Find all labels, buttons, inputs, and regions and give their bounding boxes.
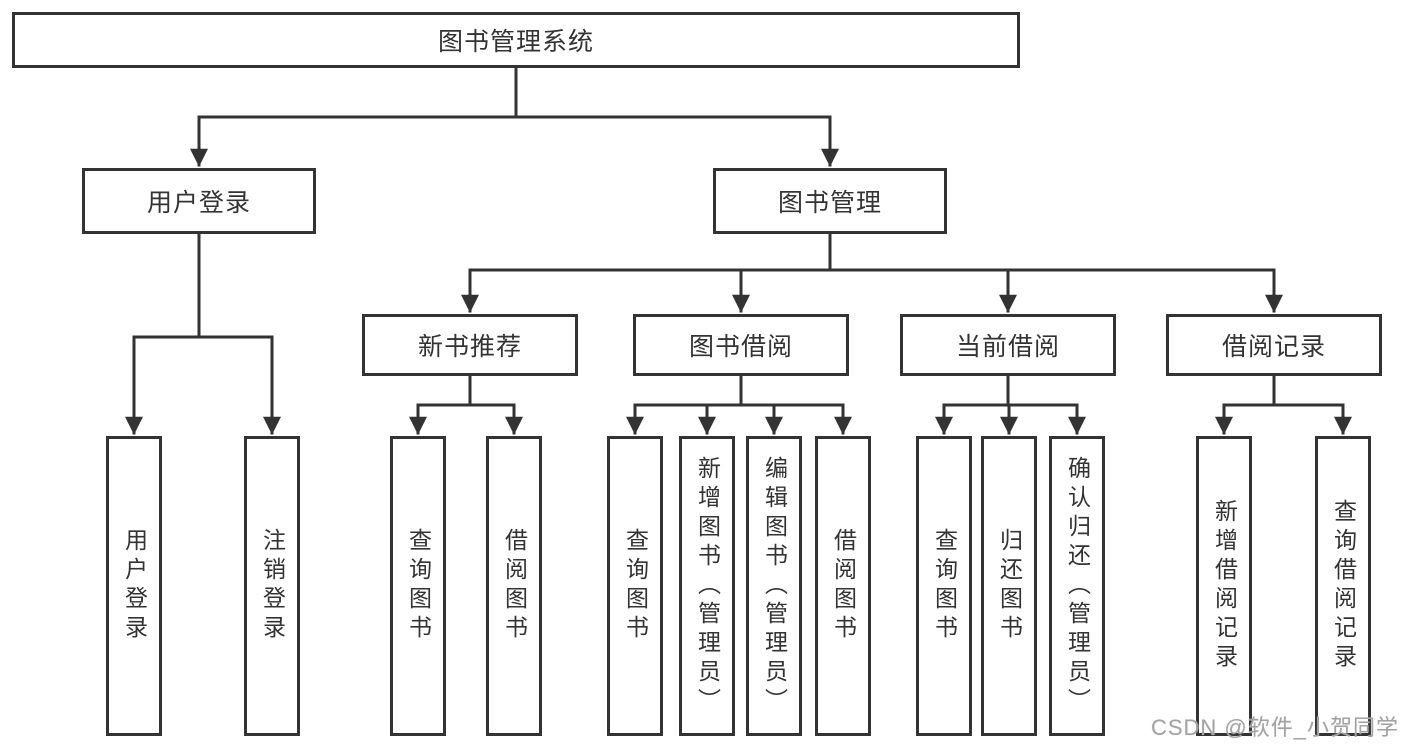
node-new-book-recommend-label: 新书推荐 <box>417 333 522 361</box>
leaf-confirm-return-admin: 确认归还（管理员） <box>1049 436 1105 736</box>
node-book-borrow: 图书借阅 <box>633 314 849 376</box>
leaf-borrow-books-recommend: 借阅图书 <box>486 436 542 736</box>
leaf-add-borrow-record-label: 新增借阅记录 <box>1211 499 1238 673</box>
leaf-user-login-label: 用户登录 <box>121 528 148 644</box>
leaf-add-book-admin-label: 新增图书（管理员） <box>694 455 721 717</box>
node-borrow-records-label: 借阅记录 <box>1221 333 1326 361</box>
csdn-watermark: CSDN @软件_小贺同学 <box>1150 715 1399 740</box>
node-new-book-recommend: 新书推荐 <box>362 314 578 376</box>
leaf-logout: 注销登录 <box>244 436 300 736</box>
node-current-borrow-label: 当前借阅 <box>955 333 1060 361</box>
leaf-query-books-recommend: 查询图书 <box>390 436 446 736</box>
node-book-borrow-label: 图书借阅 <box>688 333 793 361</box>
leaf-return-book-label: 归还图书 <box>996 528 1023 644</box>
leaf-borrow-books-label: 借阅图书 <box>830 528 857 644</box>
node-user-login-label: 用户登录 <box>146 189 251 217</box>
leaf-add-book-admin: 新增图书（管理员） <box>679 436 735 736</box>
leaf-query-books-current-label: 查询图书 <box>931 528 958 644</box>
node-book-management: 图书管理 <box>713 168 947 234</box>
leaf-query-books-current: 查询图书 <box>916 436 972 736</box>
node-borrow-records: 借阅记录 <box>1166 314 1382 376</box>
leaf-query-books-borrow-label: 查询图书 <box>622 528 649 644</box>
leaf-confirm-return-admin-label: 确认归还（管理员） <box>1064 455 1091 717</box>
leaf-borrow-books-recommend-label: 借阅图书 <box>501 528 528 644</box>
leaf-add-borrow-record: 新增借阅记录 <box>1196 436 1252 736</box>
leaf-query-borrow-record-label: 查询借阅记录 <box>1330 499 1357 673</box>
leaf-edit-book-admin-label: 编辑图书（管理员） <box>761 455 788 717</box>
leaf-query-borrow-record: 查询借阅记录 <box>1315 436 1371 736</box>
leaf-return-book: 归还图书 <box>981 436 1037 736</box>
node-book-management-label: 图书管理 <box>777 189 882 217</box>
node-user-login: 用户登录 <box>82 168 316 234</box>
leaf-borrow-books: 借阅图书 <box>815 436 871 736</box>
leaf-query-books-recommend-label: 查询图书 <box>405 528 432 644</box>
leaf-logout-label: 注销登录 <box>259 528 286 644</box>
leaf-edit-book-admin: 编辑图书（管理员） <box>746 436 802 736</box>
leaf-query-books-borrow: 查询图书 <box>607 436 663 736</box>
node-current-borrow: 当前借阅 <box>900 314 1116 376</box>
node-root-label: 图书管理系统 <box>437 28 594 56</box>
leaf-user-login: 用户登录 <box>106 436 162 736</box>
node-root: 图书管理系统 <box>12 12 1020 68</box>
